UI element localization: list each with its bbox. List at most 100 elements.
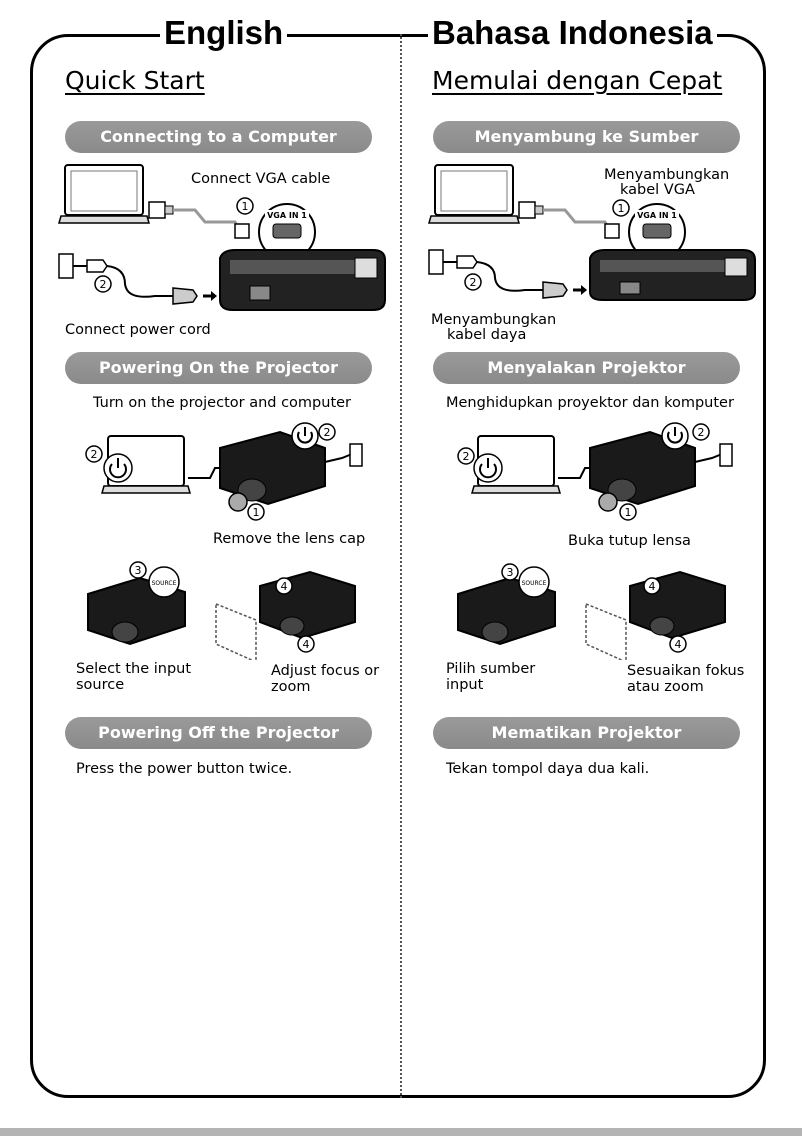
- projector-icon: [589, 430, 696, 506]
- english-adjust-focus-label-line2: zoom: [271, 679, 311, 695]
- indonesian-title: Bahasa Indonesia: [428, 13, 717, 53]
- step-3-badge: 3: [129, 561, 147, 579]
- vga-port-icon: VGA IN 1: [628, 203, 686, 261]
- indonesian-select-input-label-line1: Pilih sumber: [446, 661, 536, 677]
- english-turn-on-label: Turn on the projector and computer: [93, 395, 352, 411]
- svg-text:4: 4: [649, 580, 656, 593]
- column-divider: [400, 34, 402, 1098]
- svg-text:2: 2: [100, 278, 107, 291]
- laptop-icon: [58, 164, 150, 224]
- source-button-icon: SOURCE: [148, 566, 180, 598]
- svg-text:4: 4: [303, 638, 310, 651]
- bottom-bar: [0, 1128, 802, 1136]
- english-quick-start-heading: Quick Start: [65, 66, 205, 95]
- indonesian-connect-vga-label-line1: Menyambungkan: [604, 167, 730, 183]
- indonesian-section-powering-on: Menyalakan Projektor: [433, 352, 740, 384]
- english-remove-cap-label: Remove the lens cap: [213, 531, 366, 547]
- indonesian-section-powering-off: Mematikan Projektor: [433, 717, 740, 749]
- power-button-icon: [291, 422, 319, 450]
- svg-text:1: 1: [618, 202, 625, 215]
- svg-text:3: 3: [507, 566, 514, 579]
- indonesian-quick-start-heading: Memulai dengan Cepat: [432, 66, 723, 95]
- indonesian-section-connecting: Menyambung ke Sumber: [433, 121, 740, 153]
- svg-text:2: 2: [324, 426, 331, 439]
- indonesian-adjust-focus-label-line1: Sesuaikan fokus: [627, 663, 745, 679]
- english-section-connecting: Connecting to a Computer: [65, 121, 372, 153]
- english-connection-diagram: 1 VGA IN 1 2: [58, 164, 386, 311]
- indonesian-turn-on-label: Menghidupkan proyektor dan komputer: [446, 395, 734, 411]
- page-frame: [30, 34, 766, 1098]
- indonesian-remove-cap-label: Buka tutup lensa: [568, 533, 691, 549]
- svg-text:1: 1: [625, 506, 632, 519]
- svg-text:2: 2: [91, 448, 98, 461]
- power-plug-icon: [694, 443, 733, 467]
- indonesian-input-focus-diagram: SOURCE 3 4 4: [457, 563, 726, 660]
- power-outlet-icon: [58, 253, 217, 305]
- step-2-badge: 2: [94, 275, 112, 293]
- svg-text:4: 4: [281, 580, 288, 593]
- lens-cap-icon: [598, 492, 618, 512]
- svg-text:2: 2: [698, 426, 705, 439]
- screen-icon: [215, 602, 257, 660]
- projector-icon: [219, 430, 326, 506]
- step-1-badge: 1: [619, 503, 637, 521]
- projector-icon: [629, 570, 726, 640]
- step-4-badge: 4: [643, 577, 661, 595]
- power-outlet-icon: [428, 249, 587, 299]
- english-connect-power-label: Connect power cord: [65, 322, 211, 338]
- projector-icon: [589, 249, 756, 301]
- vga-cable-icon: [518, 201, 620, 239]
- step-2-badge: 2: [692, 423, 710, 441]
- indonesian-connect-vga-label-line2: kabel VGA: [620, 182, 695, 198]
- english-power-on-diagram: 2 2 1: [85, 422, 363, 521]
- step-2-badge: 2: [318, 423, 336, 441]
- vga-port-icon: VGA IN 1: [258, 203, 316, 261]
- power-button-icon: [103, 453, 133, 483]
- indonesian-connection-diagram: 1 VGA IN 1 2: [428, 164, 756, 301]
- laptop-icon: [428, 164, 520, 224]
- svg-text:2: 2: [470, 276, 477, 289]
- english-select-input-label-line1: Select the input: [76, 661, 192, 677]
- projector-icon: [259, 570, 356, 640]
- english-connect-vga-label: Connect VGA cable: [191, 171, 331, 187]
- indonesian-connect-power-label-line1: Menyambungkan: [431, 312, 557, 328]
- projector-icon: [219, 249, 386, 311]
- svg-text:1: 1: [253, 506, 260, 519]
- indonesian-adjust-focus-label-line2: atau zoom: [627, 679, 704, 695]
- svg-text:4: 4: [675, 638, 682, 651]
- screen-icon: [585, 602, 627, 660]
- svg-text:1: 1: [242, 200, 249, 213]
- svg-text:2: 2: [463, 450, 470, 463]
- step-4-badge: 4: [275, 577, 293, 595]
- step-2-badge: 2: [85, 445, 103, 463]
- power-button-icon: [473, 453, 503, 483]
- vga-cable-icon: [148, 201, 250, 239]
- svg-text:3: 3: [135, 564, 142, 577]
- power-plug-icon: [324, 443, 363, 467]
- step-2-badge: 2: [457, 447, 475, 465]
- svg-text:VGA IN 1: VGA IN 1: [267, 211, 307, 220]
- step-1-badge: 1: [236, 197, 254, 215]
- indonesian-power-on-diagram: 2 2 1: [457, 422, 733, 521]
- step-1-badge: 1: [247, 503, 265, 521]
- step-1-badge: 1: [612, 199, 630, 217]
- step-4-badge: 4: [669, 635, 687, 653]
- svg-text:VGA IN 1: VGA IN 1: [637, 211, 677, 220]
- step-3-badge: 3: [501, 563, 519, 581]
- svg-text:SOURCE: SOURCE: [522, 580, 547, 587]
- step-4-badge: 4: [297, 635, 315, 653]
- indonesian-select-input-label-line2: input: [446, 677, 484, 693]
- english-input-focus-diagram: SOURCE 3 4 4: [87, 561, 356, 660]
- step-2-badge: 2: [464, 273, 482, 291]
- lens-cap-icon: [228, 492, 248, 512]
- source-button-icon: SOURCE: [518, 566, 550, 598]
- english-adjust-focus-label-line1: Adjust focus or: [271, 663, 380, 679]
- indonesian-connect-power-label-line2: kabel daya: [447, 327, 527, 343]
- english-press-power-label: Press the power button twice.: [76, 761, 293, 777]
- power-button-icon: [661, 422, 689, 450]
- english-section-powering-on: Powering On the Projector: [65, 352, 372, 384]
- english-select-input-label-line2: source: [76, 677, 125, 693]
- english-title: English: [160, 13, 288, 53]
- indonesian-press-power-label: Tekan tompol daya dua kali.: [446, 761, 650, 777]
- english-section-powering-off: Powering Off the Projector: [65, 717, 372, 749]
